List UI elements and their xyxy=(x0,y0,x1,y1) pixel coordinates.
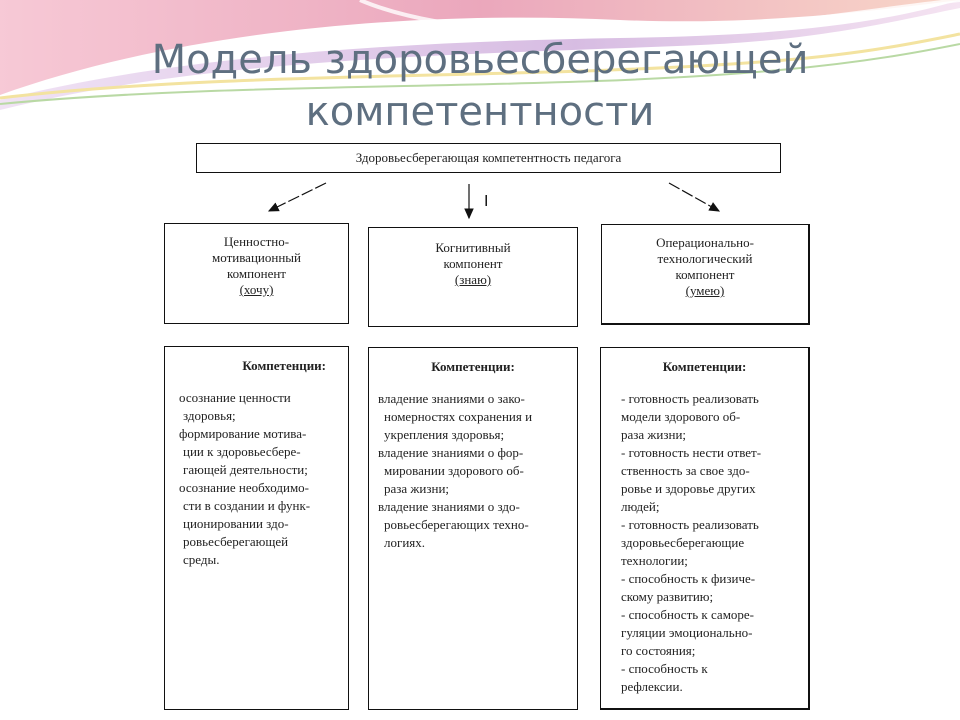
root-competence-box: Здоровьесберегающая компетентность педаг… xyxy=(196,143,781,173)
component-label-line: технологический xyxy=(602,251,808,267)
competency-line: модели здорового об- xyxy=(621,408,798,426)
competency-heading: Компетенции: xyxy=(369,358,577,376)
component-label-line: Операционально- xyxy=(602,235,808,251)
competency-line: - готовность реализовать xyxy=(621,516,798,534)
competency-line: здоровьесберегающие xyxy=(621,534,798,552)
competency-line: владение знаниями о здо- xyxy=(378,498,569,516)
competency-line: гуляции эмоциональ­но- xyxy=(621,624,798,642)
competency-line: - готовность нести ответ- xyxy=(621,444,798,462)
competency-line: ции к здоровьесбере- xyxy=(179,443,340,461)
component-box-cognitive: Когнитивный компонент (знаю) xyxy=(368,227,578,327)
competency-line: - способность к саморе- xyxy=(621,606,798,624)
competency-line: людей; xyxy=(621,498,798,516)
competency-line: ционировании здо- xyxy=(179,515,340,533)
competency-list: - готовность реализовать модели здоровог… xyxy=(621,390,798,696)
component-label-line: Ценностно- xyxy=(165,234,348,250)
component-label-line: компонент xyxy=(602,267,808,283)
competency-line: здоровья; xyxy=(179,407,340,425)
competency-line: скому развитию; xyxy=(621,588,798,606)
competency-line: ственность за свое здо- xyxy=(621,462,798,480)
component-verb: (знаю) xyxy=(369,272,577,288)
competency-line: - готовность реализовать xyxy=(621,390,798,408)
competency-list: владение знаниями о зако- номерностях со… xyxy=(378,390,569,552)
competency-line: раза жизни; xyxy=(621,426,798,444)
component-box-operational-technological: Операционально- технологический компонен… xyxy=(601,224,810,325)
component-verb: (хочу) xyxy=(165,282,348,298)
component-box-value-motivational: Ценностно- мотивационный компонент (хочу… xyxy=(164,223,349,324)
component-label-line: компонент xyxy=(369,256,577,272)
competency-line: укрепления здоровья; xyxy=(378,426,569,444)
slide-title-line-2: компетентности xyxy=(0,86,960,138)
competency-line: раза жизни; xyxy=(378,480,569,498)
competency-list: осознание ценности здоровья; формировани… xyxy=(179,389,340,569)
competency-box-cognitive: Компетенции: владение знаниями о зако- н… xyxy=(368,347,578,710)
root-competence-label: Здоровьесберегающая компетентность педаг… xyxy=(356,150,622,165)
competency-heading: Компетенции: xyxy=(601,358,808,376)
competency-line: среды. xyxy=(179,551,340,569)
competency-line: технологии; xyxy=(621,552,798,570)
competency-line: ровьесберегающей xyxy=(179,533,340,551)
competency-line: ровье и здоровье других xyxy=(621,480,798,498)
competency-line: владение знаниями о зако- xyxy=(378,390,569,408)
competency-line: осознание ценности xyxy=(179,389,340,407)
competency-heading: Компетенции: xyxy=(165,357,348,375)
component-label-line: мотивационный xyxy=(165,250,348,266)
competency-line: мировании здорового об- xyxy=(378,462,569,480)
competency-line: сти в создании и функ- xyxy=(179,497,340,515)
competency-line: - способность к xyxy=(621,660,798,678)
component-label-line: Когнитивный xyxy=(369,240,577,256)
competency-line: гающей деятельности; xyxy=(179,461,340,479)
slide-title-line-1: Модель здоровьесберегающей xyxy=(0,34,960,86)
competency-line: го состояния; xyxy=(621,642,798,660)
competency-line: логиях. xyxy=(378,534,569,552)
competency-line: ровьесберегающих техно- xyxy=(378,516,569,534)
competency-line: рефлексии. xyxy=(621,678,798,696)
competency-box-operational-technological: Компетенции: - готовность реализовать мо… xyxy=(600,347,810,710)
component-verb: (умею) xyxy=(602,283,808,299)
competency-line: - способность к физиче- xyxy=(621,570,798,588)
competency-box-value-motivational: Компетенции: осознание ценности здоровья… xyxy=(164,346,349,710)
competency-line: номерностях сохранения и xyxy=(378,408,569,426)
competency-line: осознание необходимо- xyxy=(179,479,340,497)
competency-line: формирование мотива- xyxy=(179,425,340,443)
component-label-line: компонент xyxy=(165,266,348,282)
competency-line: владение знаниями о фор- xyxy=(378,444,569,462)
slide-title: Модель здоровьесберегающей компетентност… xyxy=(0,34,960,138)
